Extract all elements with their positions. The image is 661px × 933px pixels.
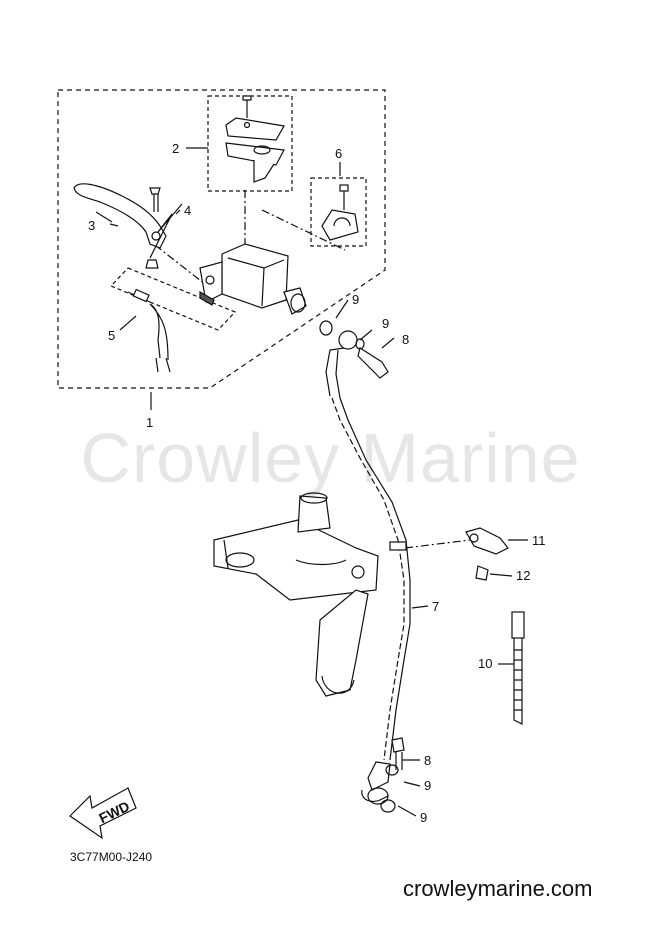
pivot-bolt — [145, 187, 161, 269]
diagram-code: 3C77M00-J240 — [70, 850, 153, 864]
assembly-boundary — [57, 89, 386, 389]
callout-7: 7 — [432, 599, 439, 614]
callout-11: 11 — [532, 533, 546, 548]
callout-4: 4 — [184, 203, 191, 218]
master-cylinder — [199, 243, 307, 315]
callout-2: 2 — [172, 141, 179, 156]
brake-hose — [331, 397, 411, 761]
watermark: Crowley Marine — [80, 419, 581, 497]
reservoir-cap — [225, 117, 285, 183]
clamp-bolt — [321, 184, 359, 241]
callout-9-top-b: 9 — [382, 316, 389, 331]
cap-screw — [242, 95, 252, 118]
fwd-arrow — [69, 787, 137, 840]
cable-tie — [511, 611, 525, 725]
callout-5: 5 — [108, 328, 115, 343]
callout-8-top: 8 — [402, 332, 409, 347]
callout-9-bottom-a: 9 — [424, 778, 431, 793]
switch-box — [109, 267, 237, 331]
hose-guide — [465, 527, 509, 581]
callout-6: 6 — [335, 146, 342, 161]
callout-9-bottom-b: 9 — [420, 810, 427, 825]
website-link[interactable]: crowleymarine.com — [403, 876, 593, 901]
brake-lever — [73, 183, 167, 249]
cap-box — [207, 95, 293, 192]
caliper-fitting — [361, 737, 405, 813]
callout-9-top-a: 9 — [352, 292, 359, 307]
clamp-box — [310, 177, 367, 247]
triple-clamp — [213, 492, 379, 697]
callout-12: 12 — [516, 568, 530, 583]
callout-1: 1 — [146, 415, 153, 430]
brake-switch — [127, 288, 171, 373]
union-bolt-top — [319, 320, 389, 399]
callout-10: 10 — [478, 656, 492, 671]
callout-3: 3 — [88, 218, 95, 233]
callout-8-bottom: 8 — [424, 753, 431, 768]
